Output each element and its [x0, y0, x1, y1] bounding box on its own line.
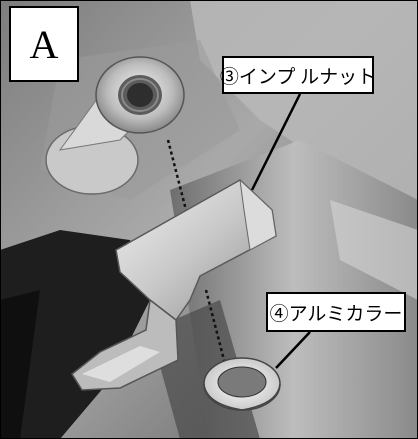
- aluminum-collar-label: ④アルミカラー: [266, 292, 406, 332]
- impulse-nut-label: ③インプ ルナット: [222, 56, 374, 94]
- panel-letter: A: [9, 6, 79, 82]
